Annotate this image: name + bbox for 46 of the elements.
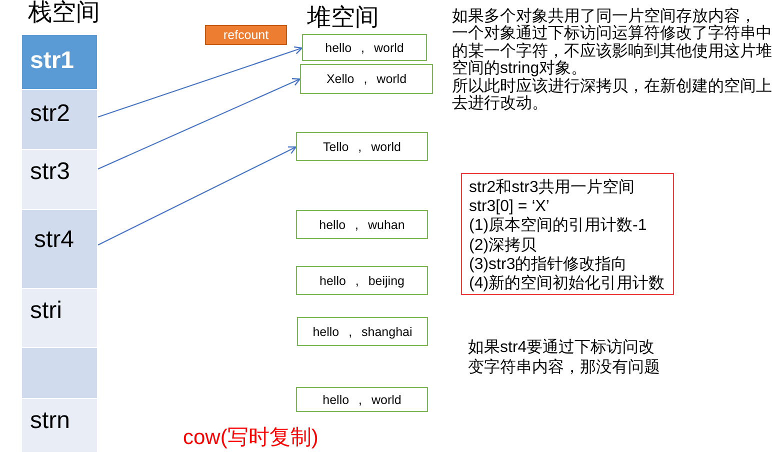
tag-label: refcount (223, 28, 269, 42)
pointer-arrow (98, 46, 303, 118)
box-label: Xello , world (326, 71, 407, 87)
note-line: (1)原本空间的引用计数-1 (469, 216, 648, 236)
box-label: hello , world (325, 40, 404, 56)
note-line: (4)新的空间初始化引用计数 (469, 274, 666, 294)
note-line: str3[0] = ‘X’ (469, 197, 550, 216)
pointer-arrow (98, 146, 297, 246)
box-label: hello , world (322, 392, 402, 408)
refcount-tag (205, 25, 287, 45)
pointer-arrow (98, 78, 301, 170)
heap-box (300, 64, 433, 94)
heap-box (297, 317, 428, 346)
note-line: str2和str3共用一片空间 (469, 178, 636, 198)
caption-text: cow(写时复制) (183, 425, 320, 451)
stack-cell (22, 348, 97, 398)
note-box (461, 173, 674, 295)
box-label: hello , shanghai (312, 324, 412, 340)
stack-cell (22, 150, 97, 209)
cell-label: stri (30, 297, 62, 325)
cell-label: str4 (34, 226, 74, 254)
heap-box (296, 210, 428, 239)
heap-box (302, 34, 427, 61)
box-label: hello , wuhan (319, 216, 405, 232)
description-text: 如果str4要通过下标访问改变字符串内容，那没有问题 (468, 338, 661, 378)
stack-cell (22, 90, 97, 149)
section-title: 栈空间 (28, 0, 101, 26)
heap-box (296, 132, 428, 161)
box-label: hello , beijing (320, 272, 404, 288)
heap-box (296, 266, 428, 295)
cell-label: str3 (30, 158, 70, 186)
stack-cell (22, 289, 97, 347)
note-line: (2)深拷贝 (469, 236, 538, 255)
cell-label: str1 (30, 47, 74, 75)
stack-cell (22, 210, 97, 288)
stack-cell (22, 399, 97, 452)
stack-cell (22, 35, 97, 89)
section-title: 堆空间 (307, 5, 380, 31)
description-text: 一个对象通过下标访问运算符修改了字符串中的某一个字符，不应该影响到其他使用这片堆空间的string对象。 (452, 25, 773, 78)
description-text: 如果多个对象共用了同一片空间存放内容， (452, 8, 756, 25)
description-text: 所以此时应该进行深拷贝，在新创建的空间上去进行改动。 (452, 78, 773, 112)
cell-label: strn (30, 407, 70, 435)
heap-box (296, 387, 428, 412)
cell-label: str2 (30, 100, 70, 128)
box-label: Tello , world (323, 138, 401, 154)
note-line: (3)str3的指针修改指向 (469, 254, 628, 274)
